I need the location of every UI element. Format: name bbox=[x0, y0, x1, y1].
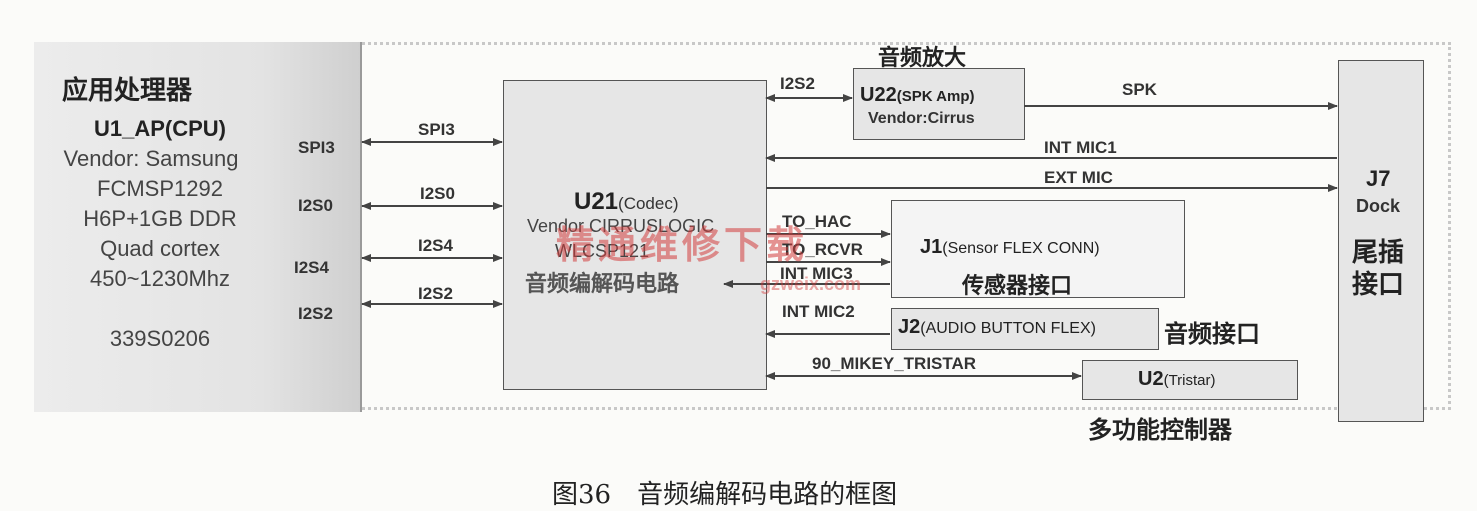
signal-amp-i2s2: I2S2 bbox=[780, 74, 815, 93]
figure-caption: 图36 音频编解码电路的框图 bbox=[552, 480, 898, 510]
signal-i2s0: I2S0 bbox=[420, 184, 455, 203]
cpu-port-spi3: SPI3 bbox=[298, 138, 335, 157]
cpu-core: Quad cortex bbox=[100, 236, 220, 261]
cpu-port-i2s4: I2S4 bbox=[294, 258, 329, 277]
cpu-freq: 450~1230Mhz bbox=[89, 266, 231, 291]
cpu-title-cn: 应用处理器 bbox=[62, 76, 193, 106]
codec-vendor: Vendor CIRRUSLOGIC bbox=[527, 216, 715, 236]
j1-label-cn: 传感器接口 bbox=[962, 274, 1073, 299]
signal-to-hac: TO_HAC bbox=[782, 212, 852, 231]
signal-i2s2: I2S2 bbox=[418, 284, 453, 303]
j1-box bbox=[891, 200, 1185, 298]
codec-title: U21(Codec) bbox=[574, 188, 679, 216]
dock-label-cn-1: 尾插 bbox=[1352, 238, 1405, 268]
amp-ref: U22 bbox=[860, 84, 897, 106]
codec-box bbox=[503, 80, 767, 390]
j2-name: (AUDIO BUTTON FLEX) bbox=[920, 320, 1096, 337]
cpu-panel bbox=[34, 42, 362, 412]
cpu-name: U1_AP(CPU) bbox=[93, 116, 227, 141]
codec-part: WLCSP121 bbox=[555, 241, 650, 261]
board-frame bbox=[362, 42, 1451, 410]
amp-title: U22(SPK Amp) bbox=[860, 84, 974, 107]
amp-vendor: Vendor:Cirrus bbox=[868, 110, 975, 127]
signal-int-mic3: INT MIC3 bbox=[780, 264, 853, 283]
u2-title: U2(Tristar) bbox=[1138, 368, 1216, 391]
signal-ext-mic: EXT MIC bbox=[1044, 168, 1113, 187]
u2-ref: U2 bbox=[1138, 368, 1164, 390]
dock-box bbox=[1338, 60, 1424, 422]
watermark-main: 精通维修下载 bbox=[556, 223, 809, 267]
signal-mikey: 90_MIKEY_TRISTAR bbox=[812, 354, 977, 373]
codec-ref: U21 bbox=[574, 188, 619, 215]
dock-name: Dock bbox=[1356, 196, 1401, 216]
u2-label-cn: 多功能控制器 bbox=[1088, 416, 1232, 444]
j1-ref: J1 bbox=[920, 236, 943, 258]
signal-int-mic2: INT MIC2 bbox=[782, 302, 855, 321]
amp-type: (SPK Amp) bbox=[896, 88, 975, 105]
amp-header-cn: 音频放大 bbox=[878, 46, 967, 71]
signal-int-mic1: INT MIC1 bbox=[1044, 138, 1117, 157]
cpu-vendor: Vendor: Samsung bbox=[63, 146, 239, 171]
amp-box bbox=[853, 68, 1025, 140]
j2-title: J2(AUDIO BUTTON FLEX) bbox=[898, 316, 1096, 339]
cpu-memory: H6P+1GB DDR bbox=[83, 206, 237, 231]
signal-to-rcvr: TO_RCVR bbox=[782, 240, 863, 259]
signal-spi3: SPI3 bbox=[418, 120, 455, 139]
dock-ref: J7 bbox=[1366, 166, 1391, 191]
cpu-port-i2s0: I2S0 bbox=[298, 196, 333, 215]
j2-label-cn: 音频接口 bbox=[1164, 320, 1260, 348]
j1-name: (Sensor FLEX CONN) bbox=[942, 240, 1100, 257]
u2-box bbox=[1082, 360, 1298, 400]
j2-box bbox=[891, 308, 1159, 350]
signal-spk: SPK bbox=[1122, 80, 1157, 99]
codec-title-cn: 音频编解码电路 bbox=[525, 272, 680, 297]
cpu-code: 339S0206 bbox=[109, 326, 211, 351]
codec-type: (Codec) bbox=[618, 194, 679, 213]
signal-i2s4: I2S4 bbox=[418, 236, 453, 255]
watermark-sub: gzweix.com bbox=[760, 274, 862, 294]
dock-label-cn-2: 接口 bbox=[1352, 270, 1405, 300]
cpu-part: FCMSP1292 bbox=[97, 176, 223, 201]
j2-ref: J2 bbox=[898, 316, 921, 338]
cpu-port-i2s2: I2S2 bbox=[298, 304, 333, 323]
j1-title: J1(Sensor FLEX CONN) bbox=[920, 236, 1100, 259]
u2-name: (Tristar) bbox=[1163, 372, 1216, 389]
